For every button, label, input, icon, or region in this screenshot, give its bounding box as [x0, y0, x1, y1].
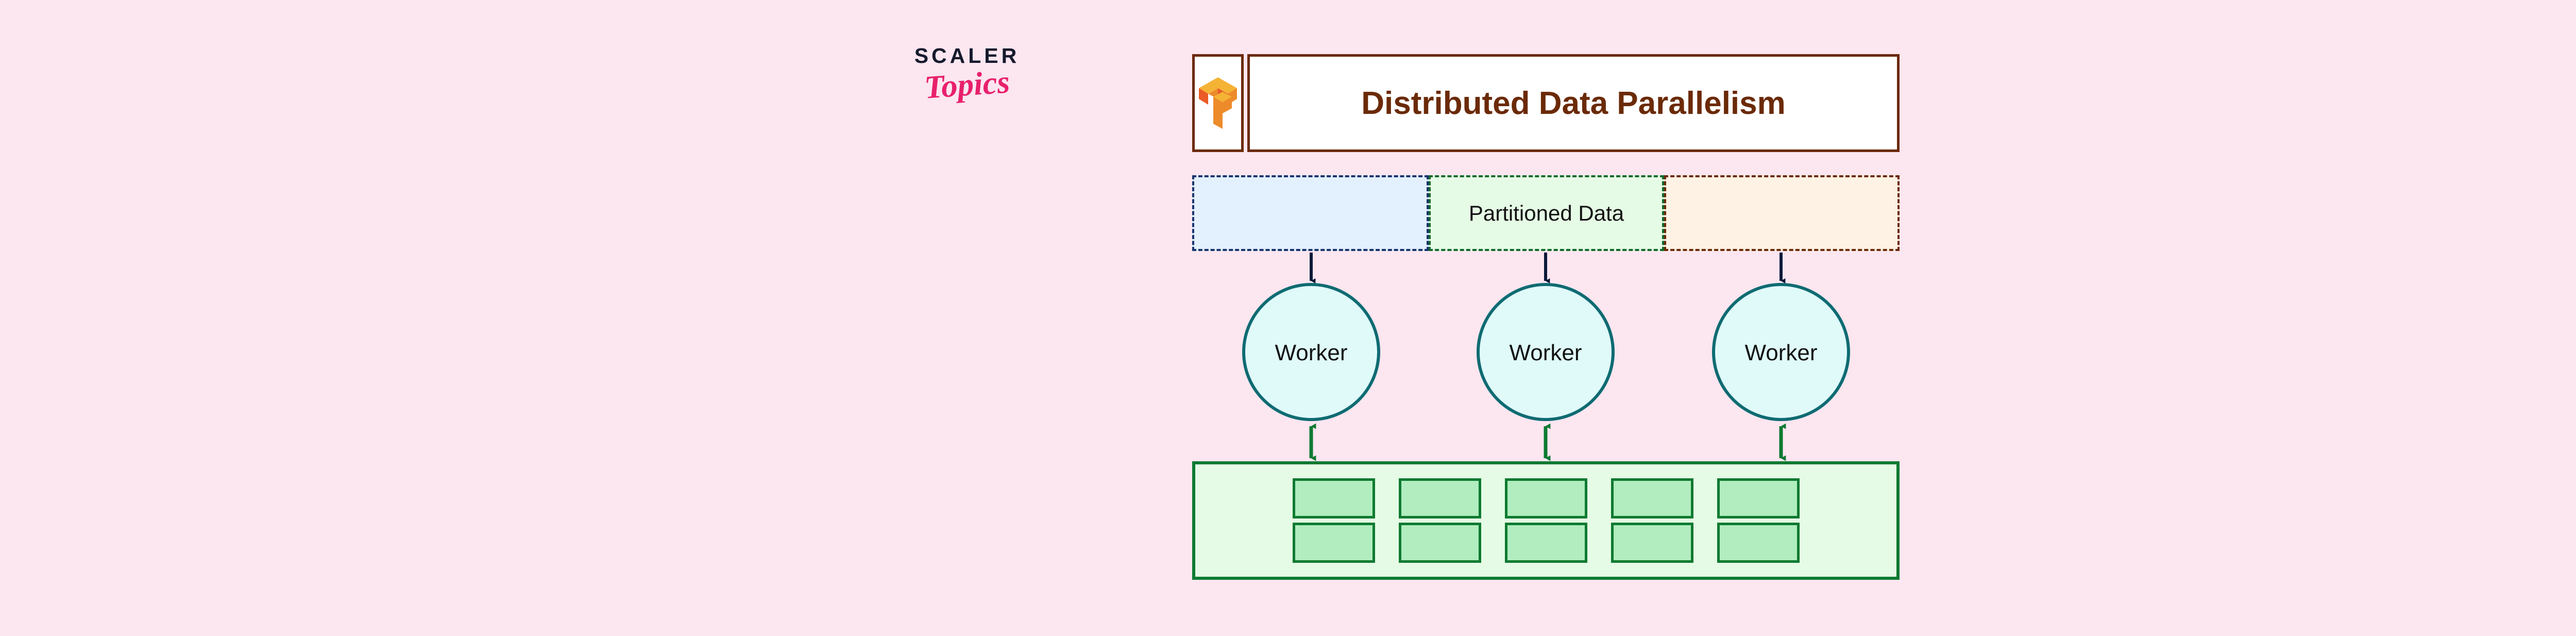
parameter-server-column	[1717, 478, 1800, 563]
parameter-server-column	[1611, 478, 1693, 563]
flow-layer: Worker Worker Worker	[1242, 253, 1850, 461]
parameter-shard-cell[interactable]	[1717, 523, 1800, 563]
worker-circle-2	[1477, 283, 1615, 421]
partitioned-data-row: Partitioned Data	[1192, 175, 1900, 251]
worker-node-3[interactable]: Worker	[1712, 283, 1850, 421]
parameter-shard-cell[interactable]	[1292, 478, 1375, 518]
diagram-title-box: Distributed Data Parallelism	[1247, 54, 1900, 152]
parameter-shard-cell[interactable]	[1398, 478, 1481, 518]
parameter-shard-cell[interactable]	[1292, 523, 1375, 563]
diagram-title-bar: Distributed Data Parallelism	[1192, 54, 1900, 152]
data-distribution-arrows	[1310, 253, 1786, 283]
worker-circle-1	[1242, 283, 1380, 421]
brand-name-topics: Topics	[923, 63, 1011, 106]
worker-label-1: Worker	[1275, 340, 1348, 365]
parameter-shard-cell[interactable]	[1717, 478, 1800, 518]
parameter-server-column	[1292, 478, 1375, 563]
partition-cell-2[interactable]: Partitioned Data	[1429, 175, 1664, 251]
parameter-shard-cell[interactable]	[1504, 478, 1587, 518]
worker-node-1[interactable]: Worker	[1242, 283, 1380, 421]
parameter-shard-cell[interactable]	[1398, 523, 1481, 563]
scaler-topics-logo: SCALER Topics	[897, 45, 1037, 123]
parameter-server-column	[1504, 478, 1587, 563]
tensorflow-logo-box	[1192, 54, 1244, 152]
parameter-shard-cell[interactable]	[1504, 523, 1587, 563]
worker-node-2[interactable]: Worker	[1477, 283, 1615, 421]
parameter-server-column	[1398, 478, 1481, 563]
tensorflow-logo-icon	[1199, 77, 1237, 129]
parameter-shard-cell[interactable]	[1611, 523, 1693, 563]
partition-cell-3[interactable]	[1664, 175, 1900, 251]
partitioned-data-label: Partitioned Data	[1468, 200, 1624, 225]
page-title: Distributed Data Parallelism	[1361, 85, 1786, 121]
parameter-server	[1192, 461, 1900, 580]
worker-label-2: Worker	[1510, 340, 1582, 365]
worker-label-3: Worker	[1745, 340, 1818, 365]
worker-circle-3	[1712, 283, 1850, 421]
distributed-data-parallelism-diagram: Distributed Data Parallelism Partitioned…	[1192, 54, 1900, 580]
brand-name-scaler: SCALER	[914, 44, 1020, 68]
gradient-sync-arrows	[1309, 423, 1786, 461]
parameter-shard-cell[interactable]	[1611, 478, 1693, 518]
partition-cell-1[interactable]	[1192, 175, 1429, 251]
